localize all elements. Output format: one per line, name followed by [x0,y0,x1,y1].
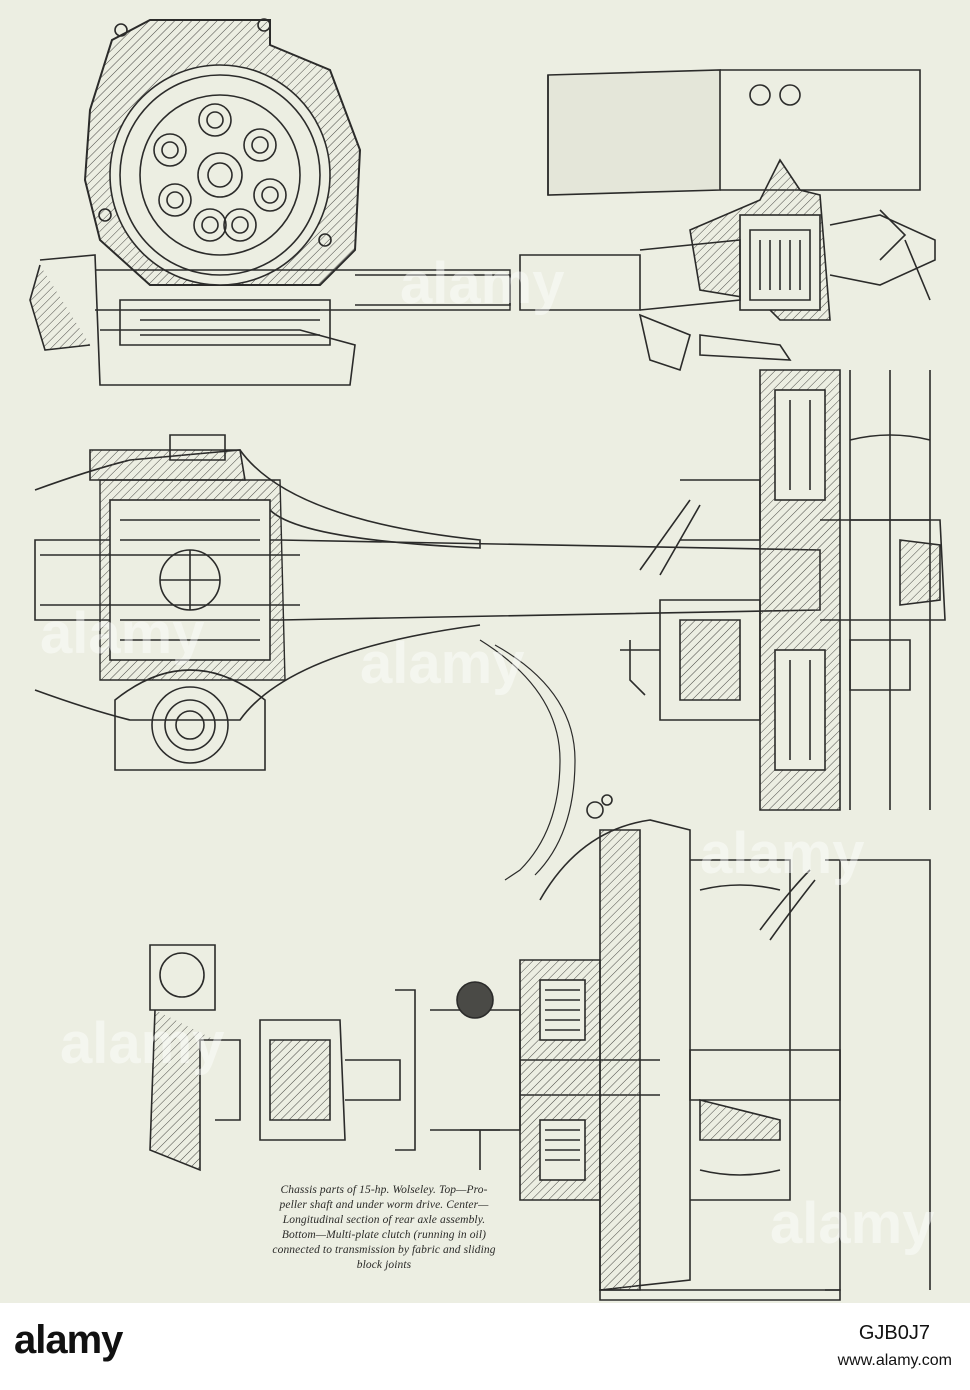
bottom-clutch-drawing [149,794,931,1301]
stock-banner [0,1303,970,1390]
engraving-plate: alamy alamy alamy alamy alamy alamy Chas… [0,0,970,1303]
stock-logo[interactable]: alamy [14,1318,123,1362]
caption-line: Chassis parts of 15-hp. Wolseley. Top—Pr… [280,1184,488,1196]
technical-drawings [29,18,946,1301]
figure-caption: Chassis parts of 15-hp. Wolseley. Top—Pr… [205,1183,563,1273]
center-rear-axle-drawing [34,369,946,881]
caption-line: Bottom—Multi-plate clutch (running in oi… [281,1229,487,1241]
caption-line: block joints [356,1259,412,1271]
image-id-label: GJB0J7 [858,1322,930,1344]
stock-url-link[interactable]: www.alamy.com [837,1352,952,1369]
caption-line: Longitudinal section of rear axle assemb… [282,1214,486,1226]
top-worm-drive-drawing [29,18,936,386]
caption-line: connected to transmission by fabric and … [272,1244,496,1256]
caption-line: peller shaft and under worm drive. Cente… [279,1199,489,1211]
